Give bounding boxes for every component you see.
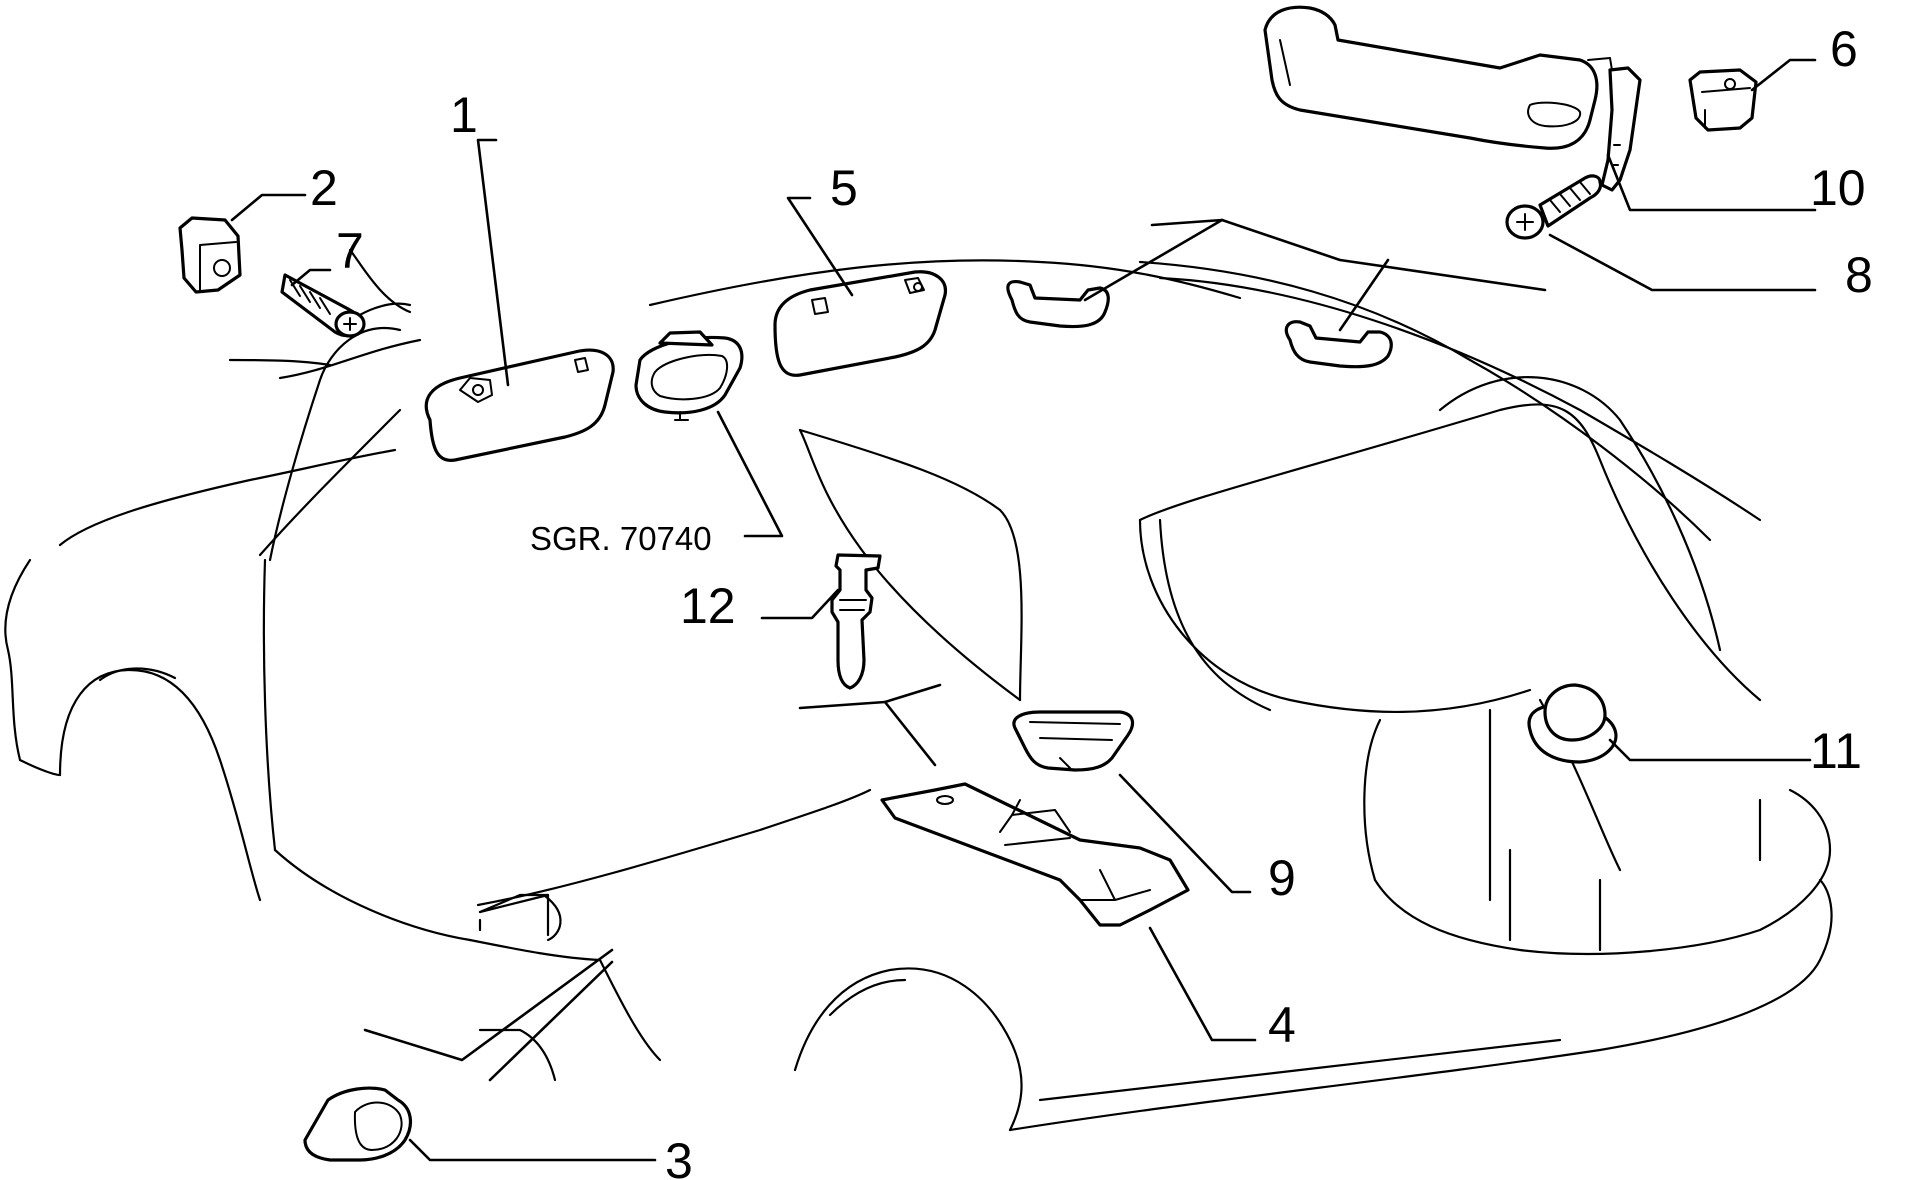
callout-8: 8 [1845, 247, 1873, 303]
callout-9: 9 [1268, 850, 1296, 906]
callout-6: 6 [1830, 21, 1858, 77]
end-cap-part-3 [303, 1086, 413, 1162]
callout-4: 4 [1268, 997, 1296, 1053]
callout-11: 11 [1810, 723, 1862, 779]
grab-handle-large-part-10 [1263, 5, 1642, 192]
screw-part-7 [280, 273, 366, 338]
grab-handle-front [1006, 279, 1110, 329]
console-panel-part-4 [880, 782, 1190, 927]
reference-label: SGR. 70740 [530, 520, 712, 557]
push-pin-part-12 [830, 553, 882, 690]
grab-handle-rear [1284, 320, 1393, 369]
sun-visor-left [424, 348, 615, 462]
callout-labels: 1 2 7 5 6 10 8 12 11 9 4 3 SGR. 70740 [310, 21, 1873, 1180]
callout-3: 3 [665, 1133, 693, 1180]
callout-5: 5 [830, 160, 858, 216]
courtesy-lamp-part-9 [1012, 710, 1135, 772]
rubber-bumper-part-11 [1527, 683, 1618, 764]
sun-visor-right [773, 270, 947, 377]
leader-lines [230, 58, 1817, 1162]
callout-2: 2 [310, 160, 338, 216]
callout-7: 7 [336, 223, 364, 279]
screw-part-8 [1505, 174, 1603, 240]
car-body-outline [4, 248, 1833, 1132]
clip-part-6 [1688, 68, 1758, 132]
callout-10: 10 [1810, 160, 1866, 216]
rear-view-mirror [634, 330, 744, 421]
clip-part-2 [178, 216, 242, 294]
callout-12: 12 [680, 578, 736, 634]
callout-1: 1 [450, 87, 478, 143]
